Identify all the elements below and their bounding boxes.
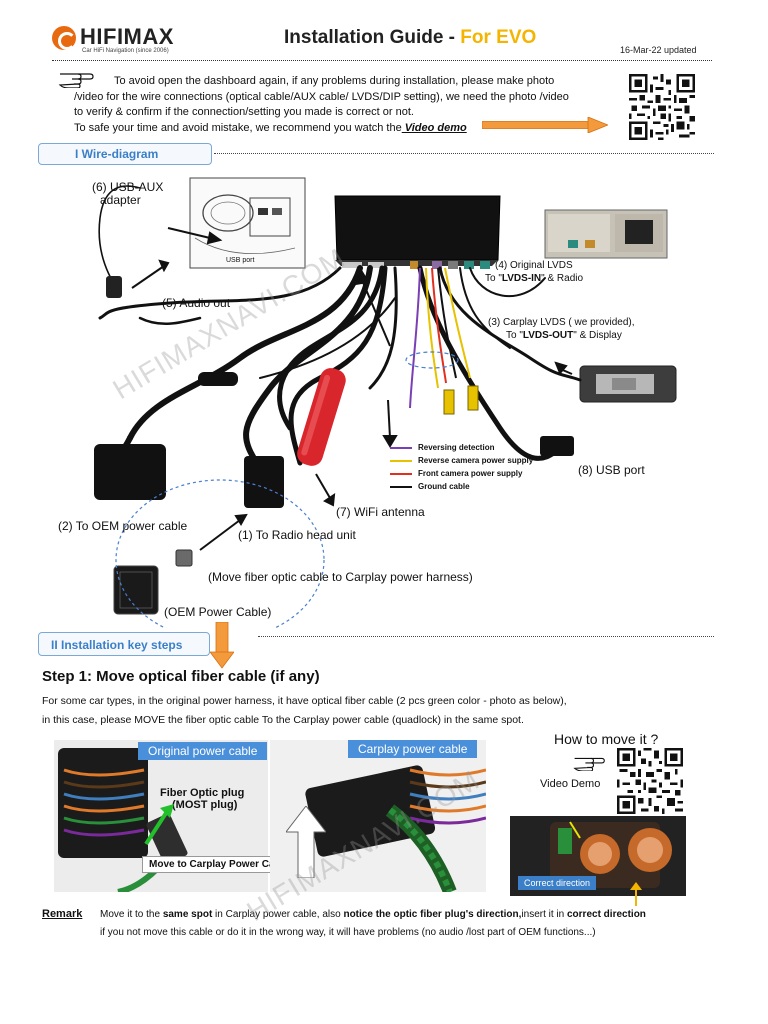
- label-wifi-antenna: (7) WiFi antenna: [336, 505, 425, 519]
- photo-carplay-power-cable: [270, 740, 486, 892]
- legend-swatch: [390, 459, 412, 462]
- arrow-down-icon: [210, 622, 234, 669]
- label-lvds-in-1: (4) Original LVDS: [495, 260, 573, 271]
- lvds-out-bold: LVDS-OUT: [522, 330, 574, 341]
- remark-text: Move it to the same spot in Carplay powe…: [100, 906, 646, 942]
- arrow-up-icon: [630, 882, 642, 906]
- remark-line: Move it to the same spot in Carplay powe…: [100, 906, 646, 924]
- carplay-interface-box: [334, 195, 501, 269]
- intro-line: To avoid open the dashboard again, if an…: [114, 75, 555, 87]
- wire-diagram: [94, 177, 677, 628]
- legend-item: Ground cable: [390, 480, 533, 493]
- pointing-hand-icon: [58, 73, 94, 88]
- wire-color-legend: Reversing detection Reverse camera power…: [390, 441, 533, 493]
- document-title: Installation Guide - For EVO: [284, 27, 536, 49]
- intro-line: /video for the wire connections (optical…: [74, 90, 569, 103]
- label-lvds-out-1: (3) Carplay LVDS ( we provided),: [488, 317, 635, 328]
- step1-title: Step 1: Move optical fiber cable (if any…: [42, 668, 320, 685]
- logo-text: HIFIMAX: [80, 24, 174, 49]
- dashboard-usb-sketch: [189, 177, 306, 269]
- section-installation-steps: II Installation key steps: [38, 632, 210, 656]
- legend-swatch: [390, 446, 412, 449]
- remark-label: Remark: [42, 908, 83, 920]
- section-divider: [258, 636, 714, 637]
- section-divider: [214, 153, 714, 154]
- label-usb-port: (8) USB port: [578, 463, 645, 477]
- title-model: For EVO: [460, 27, 537, 48]
- label-usb-aux: (6) USB-AUX: [92, 180, 164, 194]
- pointing-hand-icon: [573, 757, 605, 771]
- legend-text: Front camera power supply: [418, 469, 523, 478]
- fiber-plug-label: Fiber Optic plug (MOST plug): [160, 787, 244, 811]
- correct-direction-label: Correct direction: [518, 876, 597, 890]
- step1-description: For some car types, in the original powe…: [42, 692, 567, 730]
- fiber-plug-line: (MOST plug): [172, 799, 238, 811]
- step1-line: in this case, please MOVE the fiber opti…: [42, 714, 524, 726]
- header-divider: [52, 60, 712, 61]
- oem-connectors: [94, 444, 284, 615]
- remark-bold: same spot: [162, 909, 213, 920]
- remark-bold: correct direction: [567, 909, 646, 920]
- remark-part: insert it in: [521, 909, 567, 920]
- logo-subtitle: Car HiFi Navigation (since 2006): [82, 48, 169, 54]
- lvds-in-text: To ": [485, 273, 502, 284]
- intro-line: To safe your time and avoid mistake, we …: [74, 121, 614, 137]
- white-arrow-up-icon: [286, 806, 326, 878]
- label-audio-out: (5) Audio out: [162, 296, 231, 310]
- rca-connectors: [443, 385, 479, 415]
- label-lvds-out-2: To "LVDS-OUT" & Display: [506, 330, 622, 341]
- lvds-in-text: " & Radio: [541, 273, 584, 284]
- wifi-antenna: [297, 368, 346, 466]
- remark-line: if you not move this cable or do it in t…: [100, 927, 596, 938]
- legend-item: Reversing detection: [390, 441, 533, 454]
- legend-item: Front camera power supply: [390, 467, 533, 480]
- label-radio-head: (1) To Radio head unit: [238, 528, 356, 542]
- radio-unit-photo: [544, 209, 668, 259]
- legend-text: Reversing detection: [418, 443, 495, 452]
- remark-part: in Carplay power cable, also: [212, 909, 344, 920]
- qr-code-move-demo[interactable]: [614, 748, 686, 814]
- intro-line-text: To safe your time and avoid mistake, we …: [74, 121, 402, 134]
- video-demo-link[interactable]: Video demo: [401, 121, 467, 134]
- lvds-out-text: To ": [506, 330, 523, 341]
- remark-bold: notice the optic fiber plug's direction,: [343, 909, 522, 920]
- audio-jack-plug: [198, 372, 238, 386]
- carplay-cable-label: Carplay power cable: [348, 740, 478, 758]
- usb-port-plug: [540, 436, 574, 456]
- original-cable-label: Original power cable: [138, 742, 268, 760]
- display-connector-photo: [579, 365, 677, 403]
- usb-aux-plug: [106, 276, 122, 298]
- label-adapter: adapter: [100, 193, 141, 207]
- legend-swatch: [390, 485, 412, 488]
- arrow-right-icon: [482, 117, 608, 133]
- lvds-in-bold: LVDS-IN: [501, 273, 542, 284]
- label-oem-power-cable: (OEM Power Cable): [164, 605, 272, 619]
- intro-line: to verify & confirm if the connection/se…: [74, 106, 414, 118]
- label-oem-power: (2) To OEM power cable: [58, 519, 188, 533]
- green-arrow-icon: [144, 804, 174, 846]
- brand-logo: HIFIMAX Car HiFi Navigation (since 2006): [52, 24, 182, 58]
- video-demo-label[interactable]: Video Demo: [540, 778, 601, 790]
- legend-text: Reverse camera power supply: [418, 456, 534, 465]
- legend-text: Ground cable: [418, 482, 470, 491]
- label-move-fiber: (Move fiber optic cable to Carplay power…: [208, 570, 473, 584]
- label-lvds-in-2: To "LVDS-IN" & Radio: [485, 273, 583, 284]
- step1-line: For some car types, in the original powe…: [42, 695, 567, 707]
- remark-part: Move it to the: [100, 909, 163, 920]
- intro-paragraph: To avoid open the dashboard again, if an…: [74, 74, 614, 136]
- title-main: Installation Guide -: [284, 27, 461, 48]
- legend-swatch: [390, 472, 412, 475]
- carplay-cable-illustration: [270, 740, 486, 892]
- legend-item: Reverse camera power supply: [390, 454, 533, 467]
- label-usb-port-small: USB port: [226, 257, 255, 264]
- updated-date: 16-Mar-22 updated: [620, 45, 697, 55]
- fiber-plug-line: Fiber Optic plug: [160, 787, 245, 799]
- qr-code-video-demo[interactable]: [626, 74, 698, 140]
- logo-icon: [52, 26, 76, 50]
- lvds-out-text: " & Display: [573, 330, 622, 341]
- section-wire-diagram: I Wire-diagram: [38, 143, 212, 165]
- how-to-move: How to move it ?: [554, 731, 659, 747]
